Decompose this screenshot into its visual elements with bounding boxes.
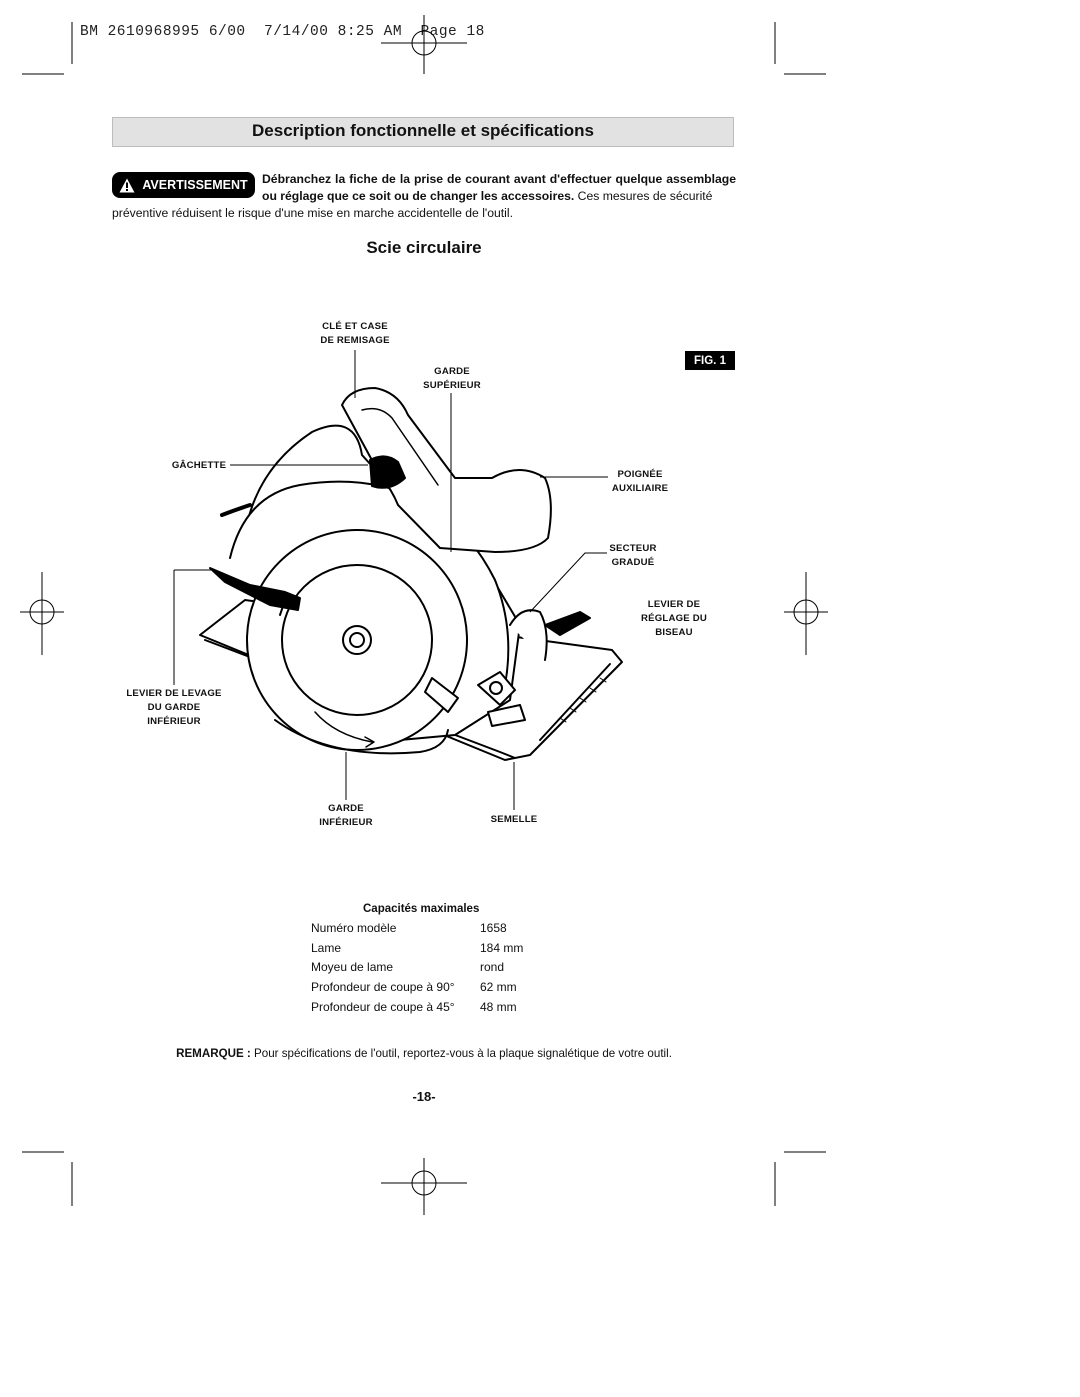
callout-secteur-gradue: SECTEUR GRADUÉ [592,542,674,570]
callout-garde-superieur: GARDE SUPÉRIEUR [400,365,504,393]
callout-poignee-auxiliaire: POIGNÉE AUXILIAIRE [595,468,685,496]
spec-value: rond [480,960,505,975]
table-row: Profondeur de coupe à 45° 48 mm [311,997,523,1017]
remark: REMARQUE : Pour spécifications de l'outi… [0,1047,848,1060]
warning-badge: AVERTISSEMENT [112,172,255,198]
warning-text: Débranchez la fiche de la prise de coura… [262,171,736,204]
callout-levier-levage: LEVIER DE LEVAGE DU GARDE INFÉRIEUR [112,687,236,729]
title-bar [112,117,734,147]
spec-value: 48 mm [480,1000,517,1015]
callout-semelle-line1: SEMELLE [490,814,538,825]
table-row: Numéro modèle 1658 [311,918,523,938]
callout-cle-line2: DE REMISAGE [320,335,390,346]
remark-label: REMARQUE : [176,1047,251,1060]
specs-table: Numéro modèle 1658 Lame 184 mm Moyeu de la… [311,918,523,1017]
callout-garde-inf-line1: GARDE [328,803,364,814]
spec-label: Moyeu de lame [311,960,394,975]
callout-poignee-line1: POIGNÉE [617,469,663,480]
remark-text: Pour spécifications de l'outil, reportez… [250,1047,672,1060]
callout-biseau-line3: BISEAU [655,627,693,638]
spec-value: 62 mm [480,980,517,995]
warning-continuation: préventive réduisent le risque d'une mis… [112,206,513,220]
warning-normal-text: Ces mesures de sécurité [574,188,713,203]
table-row: Moyeu de lame rond [311,958,523,978]
callout-semelle: SEMELLE [472,813,556,827]
callout-gachette: GÂCHETTE [164,459,234,473]
print-header: BM 2610968995 6/00 7/14/00 8:25 AM Page … [80,24,485,40]
spec-value: 184 mm [480,940,524,955]
spec-label: Profondeur de coupe à 45° [311,1000,455,1015]
callout-levage-line1: LEVIER DE LEVAGE [126,688,222,699]
page-number: -18- [412,1089,436,1104]
table-row: Lame 184 mm [311,938,523,958]
callout-garde-inf-line2: INFÉRIEUR [319,817,373,828]
spec-label: Profondeur de coupe à 90° [311,980,455,995]
spec-value: 1658 [480,920,507,935]
callout-gachette-line1: GÂCHETTE [171,460,227,471]
warning-badge-label: AVERTISSEMENT [142,178,248,192]
callout-secteur-line1: SECTEUR [609,543,657,554]
page-title: Description fonctionnelle et spécificati… [252,121,594,140]
warning-bold-text: Débranchez la fiche de la prise de coura… [262,172,736,203]
callout-cle-et-case: CLÉ ET CASE DE REMISAGE [300,320,410,348]
callout-levier-biseau: LEVIER DE RÉGLAGE DU BISEAU [624,598,724,640]
callout-garde-sup-line1: GARDE [434,366,470,377]
callout-cle-line1: CLÉ ET CASE [322,321,388,332]
callout-biseau-line2: RÉGLAGE DU [641,613,707,624]
callout-garde-sup-line2: SUPÉRIEUR [423,380,481,391]
specs-title: Capacités maximales [363,903,480,915]
warning-triangle-icon [119,178,135,192]
callout-levage-line3: INFÉRIEUR [147,716,201,727]
section-title: Scie circulaire [366,238,482,257]
figure-label: FIG. 1 [685,351,735,370]
spec-label: Lame [311,940,342,955]
callout-levage-line2: DU GARDE [147,702,201,713]
callout-secteur-line2: GRADUÉ [611,557,655,568]
callout-garde-inferieur: GARDE INFÉRIEUR [300,802,392,830]
spec-label: Numéro modèle [311,920,397,935]
table-row: Profondeur de coupe à 90° 62 mm [311,977,523,997]
callout-biseau-line1: LEVIER DE [647,599,701,610]
callout-poignee-line2: AUXILIAIRE [611,483,669,494]
